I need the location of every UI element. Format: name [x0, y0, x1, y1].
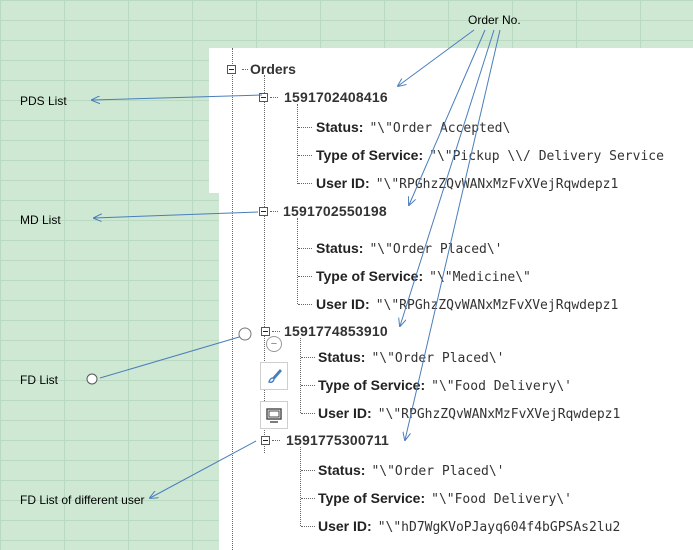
tree-panel-lower: [219, 193, 693, 550]
collapse-toggle-order-3[interactable]: [261, 327, 270, 336]
order-field-user-id: User ID:"\"RPGhzZQvWANxMzFvXVejRqwdepz1: [316, 296, 619, 313]
order-field-user-id: User ID:"\"hD7WgKVoPJayq604f4bGPSAs2lu2: [318, 518, 621, 535]
brush-icon[interactable]: [260, 362, 288, 390]
tree-guide-order-3: [300, 338, 301, 413]
order-number[interactable]: 1591702550198: [283, 203, 387, 219]
fd-list-different-user-label: FD List of different user: [20, 493, 145, 507]
order-number[interactable]: 1591774853910: [284, 323, 388, 339]
md-list-label: MD List: [20, 213, 61, 227]
order-field-status: Status:"\"Order Placed\': [318, 462, 505, 479]
order-field-service: Type of Service:"\"Food Delivery\': [318, 490, 573, 507]
order-no-label: Order No.: [468, 13, 521, 27]
tree-root-label[interactable]: Orders: [250, 61, 296, 77]
fd-list-label: FD List: [20, 373, 59, 387]
order-field-status: Status:"\"Order Placed\': [318, 349, 505, 366]
order-field-status: Status:"\"Order Placed\': [316, 240, 503, 257]
screen-capture-icon[interactable]: [260, 401, 288, 429]
tree-panel-top: [209, 48, 693, 193]
order-number[interactable]: 1591702408416: [284, 89, 388, 105]
order-field-service: Type of Service:"\"Medicine\": [316, 268, 531, 285]
collapse-toggle-order-2[interactable]: [259, 207, 268, 216]
tree-guide-order-4: [300, 447, 301, 526]
collapse-toggle-orders[interactable]: [227, 65, 236, 74]
collapse-toggle-order-1[interactable]: [259, 93, 268, 102]
tree-guide-order-2: [297, 218, 298, 304]
tree-guide-orders: [264, 75, 265, 453]
order-number[interactable]: 1591775300711: [286, 432, 390, 448]
order-field-user-id: User ID:"\"RPGhzZQvWANxMzFvXVejRqwdepz1: [316, 175, 619, 192]
order-field-service: Type of Service:"\"Pickup \\/ Delivery S…: [316, 147, 664, 164]
order-field-status: Status:"\"Order Accepted\: [316, 119, 511, 136]
minus-icon[interactable]: −: [266, 336, 282, 352]
tree-guide-order-1: [297, 104, 298, 184]
order-field-user-id: User ID:"\"RPGhzZQvWANxMzFvXVejRqwdepz1: [318, 405, 621, 422]
pds-list-label: PDS List: [20, 94, 67, 108]
order-field-service: Type of Service:"\"Food Delivery\': [318, 377, 573, 394]
tree-guide-root: [232, 48, 233, 550]
collapse-toggle-order-4[interactable]: [261, 436, 270, 445]
